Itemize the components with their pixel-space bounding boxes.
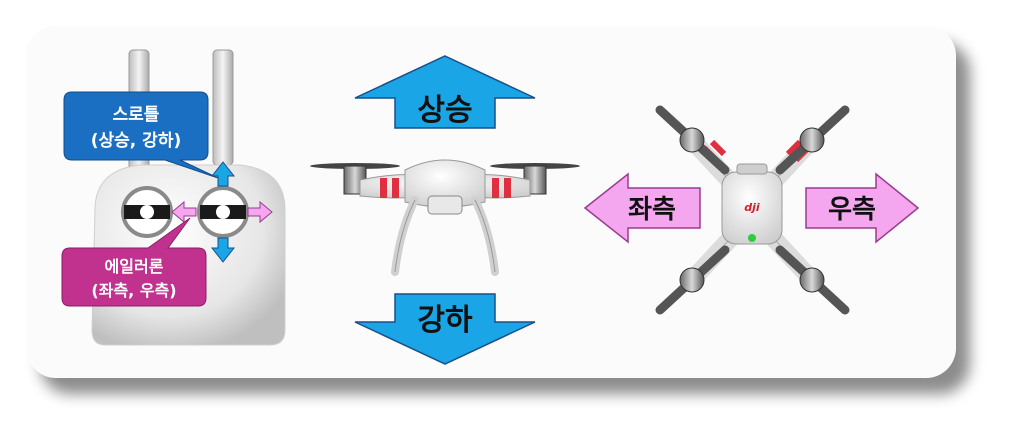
status-led [748, 234, 756, 242]
drone-body [404, 159, 486, 208]
stripe [380, 178, 387, 198]
ascend-arrow: 상승 [354, 55, 536, 129]
throttle-callout: 스로틀 (상승, 강하) [63, 91, 219, 179]
descend-label: 강하 [417, 303, 473, 338]
camera [427, 195, 463, 215]
aileron-callout: 에일러론 (좌측, 우측) [61, 217, 207, 307]
left-stick [121, 186, 173, 238]
right-arrow: 우측 [805, 172, 920, 244]
throttle-down-arrow-icon [210, 237, 236, 263]
drone-top-view: dji [655, 105, 850, 315]
ascend-label: 상승 [417, 93, 472, 128]
stripe [709, 139, 727, 157]
stripe [785, 139, 803, 157]
drone-logo: dji [744, 201, 760, 214]
right-label: 우측 [828, 195, 876, 225]
aileron-right-arrow-icon [247, 200, 273, 224]
left-label: 좌측 [628, 195, 676, 225]
descend-arrow: 강하 [354, 293, 536, 365]
motor-rear-left [679, 267, 705, 293]
left-arrow: 좌측 [583, 172, 701, 244]
stripe [492, 178, 499, 198]
drone-side-view [310, 159, 580, 276]
motor-front-right [799, 127, 825, 153]
aileron-detail: (좌측, 우측) [91, 281, 176, 300]
aileron-title: 에일러론 [105, 257, 164, 276]
throttle-detail: (상승, 강하) [91, 131, 181, 151]
right-antenna [212, 49, 234, 166]
stripe [392, 178, 399, 198]
stripe [504, 178, 511, 198]
right-stick [197, 186, 249, 238]
throttle-title: 스로틀 [113, 105, 160, 125]
motor-front-left [679, 127, 705, 153]
aileron-left-arrow-icon [171, 200, 197, 224]
motor-rear-right [799, 267, 825, 293]
